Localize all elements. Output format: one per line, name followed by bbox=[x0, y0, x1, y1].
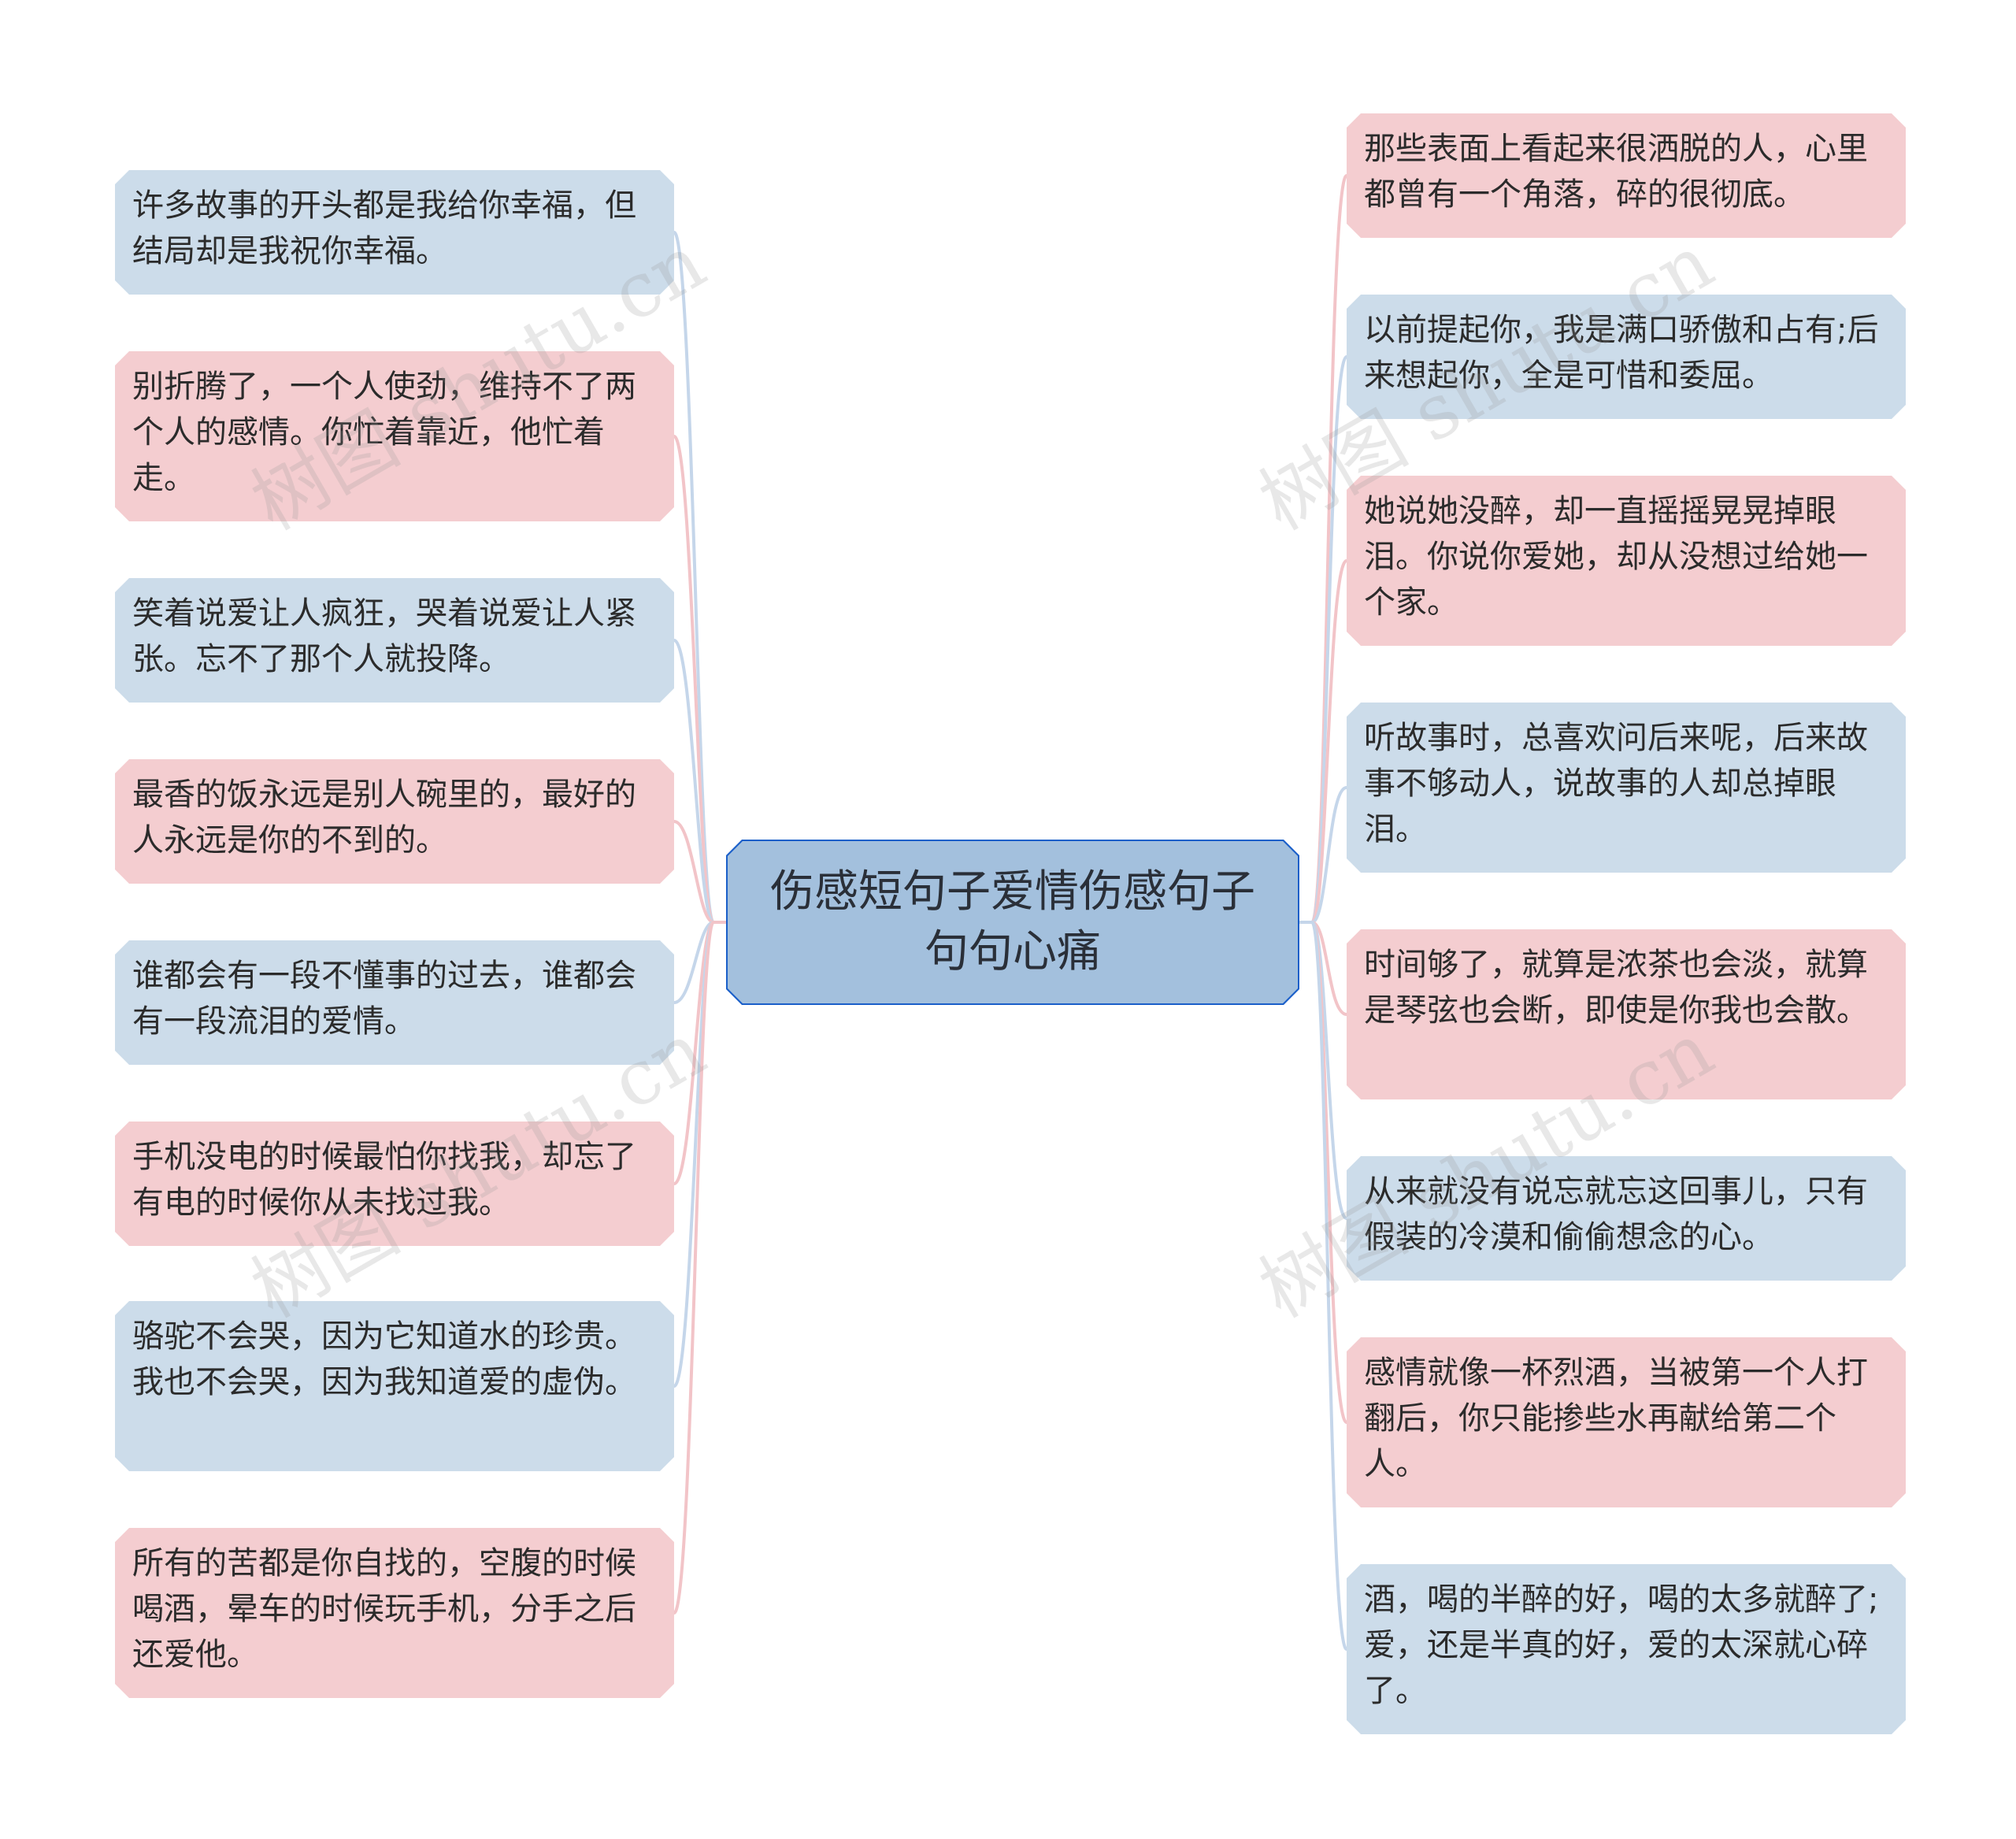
left-node-8[interactable]: 所有的苦都是你自找的，空腹的时候喝酒，晕车的时候玩手机，分手之后还爱他。 bbox=[115, 1528, 674, 1698]
right-connector bbox=[1299, 559, 1348, 924]
left-node-4-text: 最香的饭永远是别人碗里的，最好的人永远是你的不到的。 bbox=[132, 777, 636, 858]
left-node-2-text: 别折腾了，一个人使劲，维持不了两个人的感情。你忙着靠近，他忙着走。 bbox=[132, 369, 636, 496]
left-node-4[interactable]: 最香的饭永远是别人碗里的，最好的人永远是你的不到的。 bbox=[115, 759, 674, 884]
left-connector bbox=[673, 639, 726, 924]
right-node-1[interactable]: 那些表面上看起来很洒脱的人，心里都曾有一个角落，碎的很彻底。 bbox=[1347, 113, 1906, 238]
central-topic[interactable]: 伤感短句子爱情伤感句子句句心痛 bbox=[726, 840, 1299, 1005]
left-node-6[interactable]: 手机没电的时候最怕你找我，却忘了有电的时候你从未找过我。 bbox=[115, 1122, 674, 1246]
central-topic-label: 伤感短句子爱情伤感句子句句心痛 bbox=[728, 841, 1298, 1003]
right-node-5-text: 时间够了，就算是浓茶也会淡，就算是琴弦也会断，即使是你我也会散。 bbox=[1364, 947, 1868, 1029]
right-connector bbox=[1299, 786, 1347, 924]
right-node-5[interactable]: 时间够了，就算是浓茶也会淡，就算是琴弦也会断，即使是你我也会散。 bbox=[1347, 929, 1906, 1099]
left-node-5[interactable]: 谁都会有一段不懂事的过去，谁都会有一段流泪的爱情。 bbox=[115, 940, 674, 1065]
left-node-2[interactable]: 别折腾了，一个人使劲，维持不了两个人的感情。你忙着靠近，他忙着走。 bbox=[115, 351, 674, 521]
right-node-6-text: 从来就没有说忘就忘这回事儿，只有假装的冷漠和偷偷想念的心。 bbox=[1364, 1173, 1868, 1255]
right-node-2-text: 以前提起你，我是满口骄傲和占有;后来想起你，全是可惜和委屈。 bbox=[1364, 312, 1879, 394]
left-connector bbox=[673, 820, 726, 924]
left-node-3[interactable]: 笑着说爱让人疯狂，哭着说爱让人紧张。忘不了那个人就投降。 bbox=[115, 578, 674, 703]
left-node-7-text: 骆驼不会哭，因为它知道水的珍贵。我也不会哭，因为我知道爱的虚伪。 bbox=[132, 1318, 636, 1400]
left-node-7[interactable]: 骆驼不会哭，因为它知道水的珍贵。我也不会哭，因为我知道爱的虚伪。 bbox=[115, 1301, 674, 1471]
left-connector bbox=[673, 921, 726, 1615]
right-node-2[interactable]: 以前提起你，我是满口骄傲和占有;后来想起你，全是可惜和委屈。 bbox=[1347, 295, 1906, 419]
left-node-1[interactable]: 许多故事的开头都是我给你幸福，但结局却是我祝你幸福。 bbox=[115, 170, 674, 295]
right-node-3-text: 她说她没醉，却一直摇摇晃晃掉眼泪。你说你爱她，却从没想过给她一个家。 bbox=[1364, 493, 1868, 621]
left-node-3-text: 笑着说爱让人疯狂，哭着说爱让人紧张。忘不了那个人就投降。 bbox=[132, 595, 636, 677]
left-node-5-text: 谁都会有一段不懂事的过去，谁都会有一段流泪的爱情。 bbox=[132, 958, 636, 1040]
left-node-1-text: 许多故事的开头都是我给你幸福，但结局却是我祝你幸福。 bbox=[132, 187, 636, 269]
right-node-4[interactable]: 听故事时，总喜欢问后来呢，后来故事不够动人，说故事的人却总掉眼泪。 bbox=[1347, 703, 1906, 873]
left-connector bbox=[673, 435, 726, 924]
right-node-8-text: 酒，喝的半醉的好，喝的太多就醉了;爱，还是半真的好，爱的太深就心碎了。 bbox=[1364, 1581, 1879, 1709]
right-node-3[interactable]: 她说她没醉，却一直摇摇晃晃掉眼泪。你说你爱她，却从没想过给她一个家。 bbox=[1347, 476, 1906, 646]
right-node-7[interactable]: 感情就像一杯烈酒，当被第一个人打翻后，你只能掺些水再献给第二个人。 bbox=[1347, 1337, 1906, 1507]
right-node-7-text: 感情就像一杯烈酒，当被第一个人打翻后，你只能掺些水再献给第二个人。 bbox=[1364, 1355, 1868, 1482]
right-node-6[interactable]: 从来就没有说忘就忘这回事儿，只有假装的冷漠和偷偷想念的心。 bbox=[1347, 1156, 1906, 1281]
left-node-6-text: 手机没电的时候最怕你找我，却忘了有电的时候你从未找过我。 bbox=[132, 1139, 636, 1221]
right-node-4-text: 听故事时，总喜欢问后来呢，后来故事不够动人，说故事的人却总掉眼泪。 bbox=[1364, 720, 1868, 847]
right-connector bbox=[1299, 921, 1348, 1651]
left-connector bbox=[673, 231, 726, 924]
left-node-8-text: 所有的苦都是你自找的，空腹的时候喝酒，晕车的时候玩手机，分手之后还爱他。 bbox=[132, 1545, 636, 1673]
right-node-1-text: 那些表面上看起来很洒脱的人，心里都曾有一个角落，碎的很彻底。 bbox=[1364, 131, 1868, 213]
right-node-8[interactable]: 酒，喝的半醉的好，喝的太多就醉了;爱，还是半真的好，爱的太深就心碎了。 bbox=[1347, 1564, 1906, 1734]
